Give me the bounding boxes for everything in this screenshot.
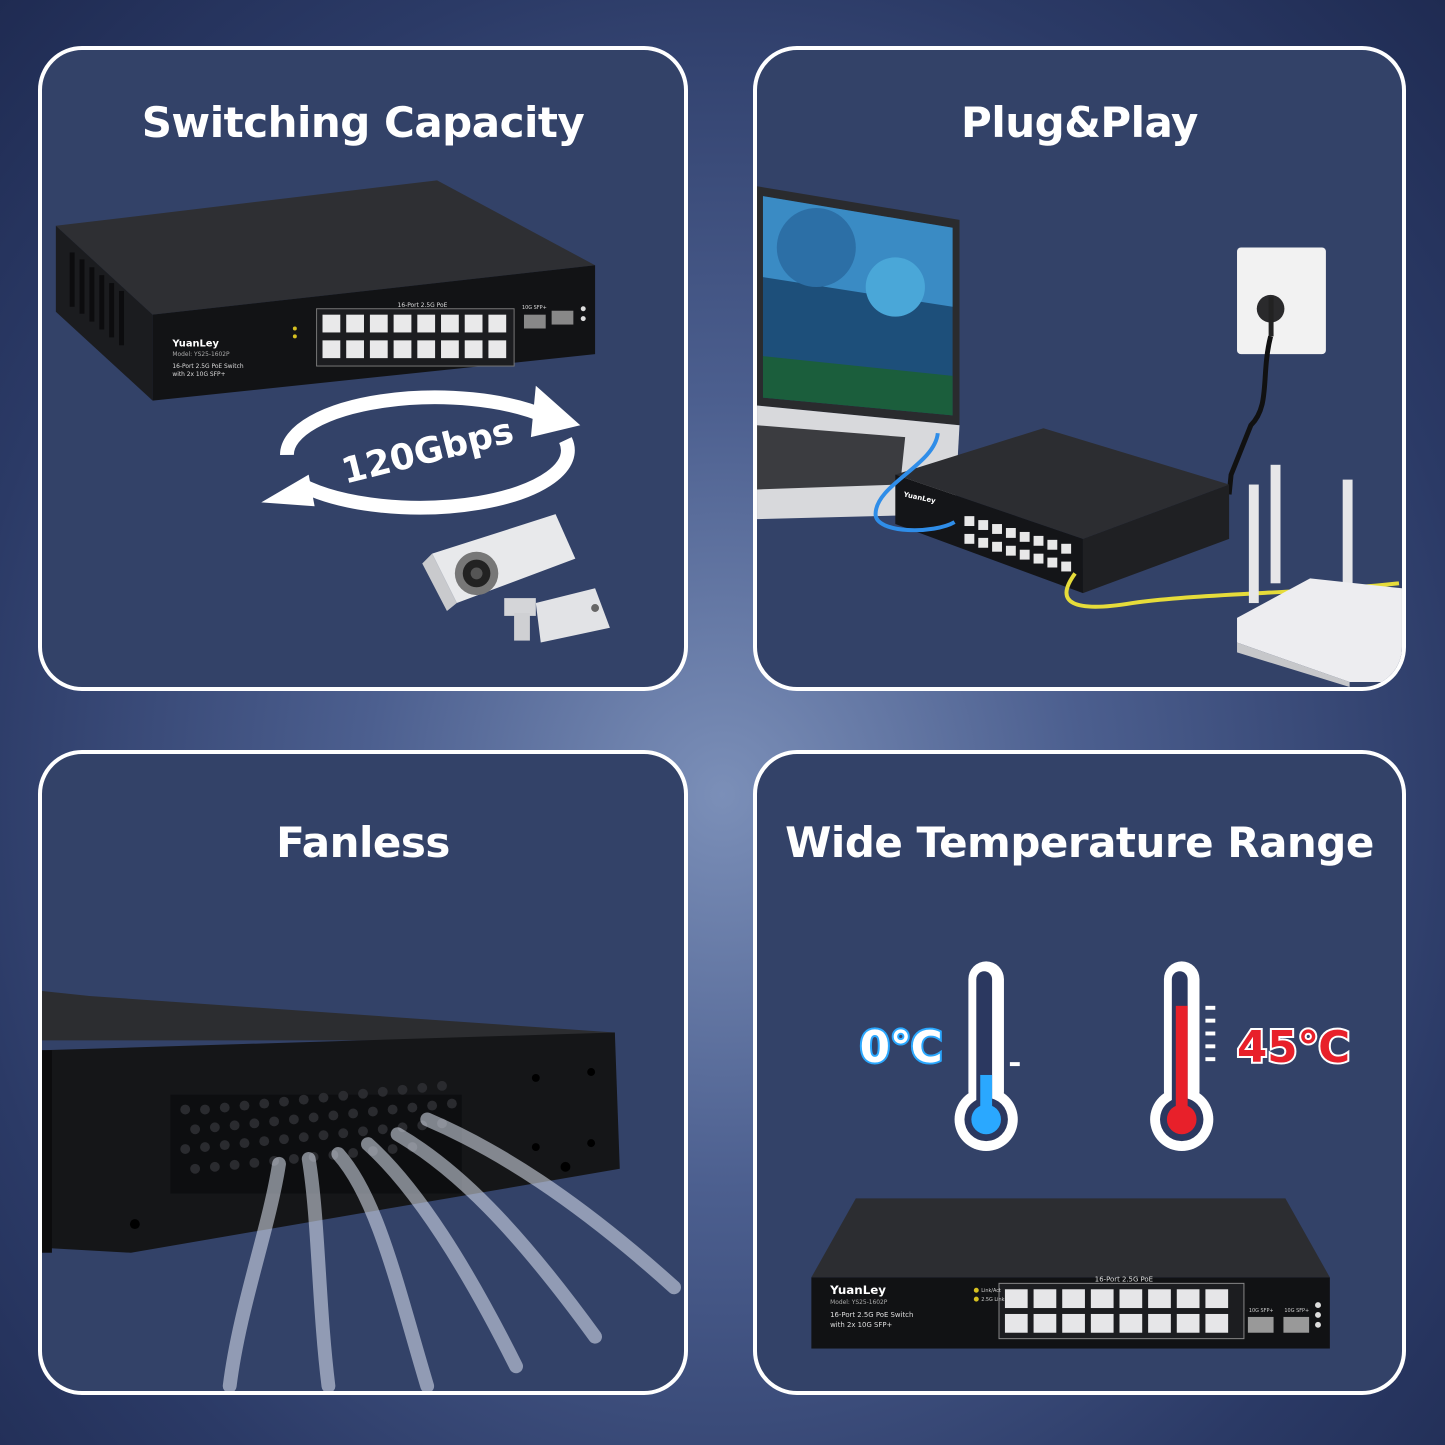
panel-title: Plug&Play (961, 98, 1198, 147)
security-camera-icon (422, 514, 610, 643)
sfp-label-1: 10G SFP+ (1249, 1308, 1274, 1314)
led-label-2: 2.5G Link (981, 1297, 1004, 1303)
cold-thermometer-icon (954, 961, 1020, 1152)
panel-title: Wide Temperature Range (785, 818, 1374, 867)
airflow-icon (222, 1112, 682, 1391)
device-desc-4a: 16-Port 2.5G PoE Switch (830, 1311, 913, 1319)
capacity-value: 120Gbps (338, 410, 518, 492)
port-label: 16-Port 2.5G PoE (398, 303, 448, 309)
sfp-label-2: 10G SFP+ (1284, 1308, 1309, 1314)
switch-front-icon: YuanLey Model: YS25-1602P 16-Port 2.5G P… (811, 1198, 1330, 1349)
led-label-1: Link/Act (981, 1288, 1001, 1294)
switch-illustration: YuanLey Model: YS25-1602P 16-Port 2.5G P… (55, 180, 610, 643)
high-temp-label: 45℃ (1237, 1023, 1350, 1073)
sfp-label: 10G SFP+ (522, 305, 547, 311)
panel-title: Switching Capacity (141, 98, 585, 147)
power-outlet-icon (1226, 247, 1326, 495)
laptop-icon (757, 186, 960, 520)
device-desc-1: 16-Port 2.5G PoE Switch (172, 364, 243, 370)
device-model-4: Model: YS25-1602P (830, 1300, 888, 1306)
switch-device-icon: YuanLey (895, 428, 1230, 594)
fanless-panel: Fanless (38, 750, 688, 1395)
capacity-arrows-icon (280, 390, 575, 515)
hot-thermometer-icon (1150, 961, 1216, 1152)
device-desc-4b: with 2x 10G SFP+ (830, 1321, 892, 1329)
device-desc-2: with 2x 10G SFP+ (172, 372, 225, 378)
temperature-illustration: 0℃ 45℃ (811, 961, 1352, 1349)
panel-title: Fanless (276, 818, 450, 867)
plug-play-illustration: YuanLey (757, 186, 1402, 687)
device-model: Model: YS25-1602P (172, 352, 230, 358)
device-brand: YuanLey (171, 338, 219, 349)
wide-temperature-panel: 0℃ 45℃ (753, 750, 1406, 1395)
device-brand-4: YuanLey (829, 1283, 886, 1297)
switching-capacity-panel: YuanLey Model: YS25-1602P 16-Port 2.5G P… (38, 46, 688, 691)
router-icon (1237, 464, 1402, 687)
fanless-illustration (42, 991, 682, 1391)
plug-and-play-panel: YuanLey Plug&Play (753, 46, 1406, 691)
low-temp-label: 0℃ (860, 1023, 943, 1073)
port-label-4: 16-Port 2.5G PoE (1095, 1275, 1153, 1283)
